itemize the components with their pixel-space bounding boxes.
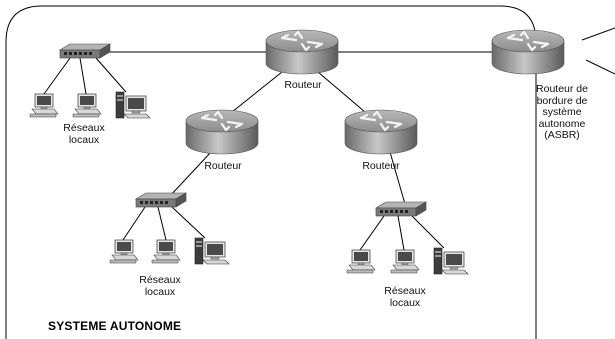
workstation <box>109 239 139 264</box>
autonomous-system-label: SYSTEME AUTONOME <box>48 319 182 333</box>
workstation <box>151 239 181 264</box>
lan-bottom-left-label: Réseaux locaux <box>139 274 181 298</box>
workstation <box>29 93 59 118</box>
switch-bottom-right <box>375 201 427 217</box>
workstation-tower <box>194 237 230 265</box>
lan-top-left-label: Réseaux locaux <box>63 122 105 146</box>
router-top-label: Routeur <box>284 79 322 91</box>
router-left <box>184 108 260 156</box>
workstation <box>346 249 376 274</box>
workstation-tower <box>115 91 151 119</box>
switch-bottom-left <box>135 192 187 208</box>
lan-bottom-right-label: Réseaux locaux <box>384 285 426 309</box>
workstation <box>72 93 102 118</box>
router-asbr <box>490 28 566 76</box>
router-left-label: Routeur <box>204 160 242 172</box>
router-right-label: Routeur <box>362 160 400 172</box>
router-top <box>264 28 340 76</box>
workstation <box>390 249 420 274</box>
router-asbr-label: Routeur de bordure de système autonome (… <box>536 83 588 141</box>
network-links <box>43 27 615 251</box>
as-boundary <box>5 5 537 339</box>
router-right <box>343 108 419 156</box>
switch-top-left <box>59 43 111 59</box>
workstation-tower <box>433 247 469 275</box>
